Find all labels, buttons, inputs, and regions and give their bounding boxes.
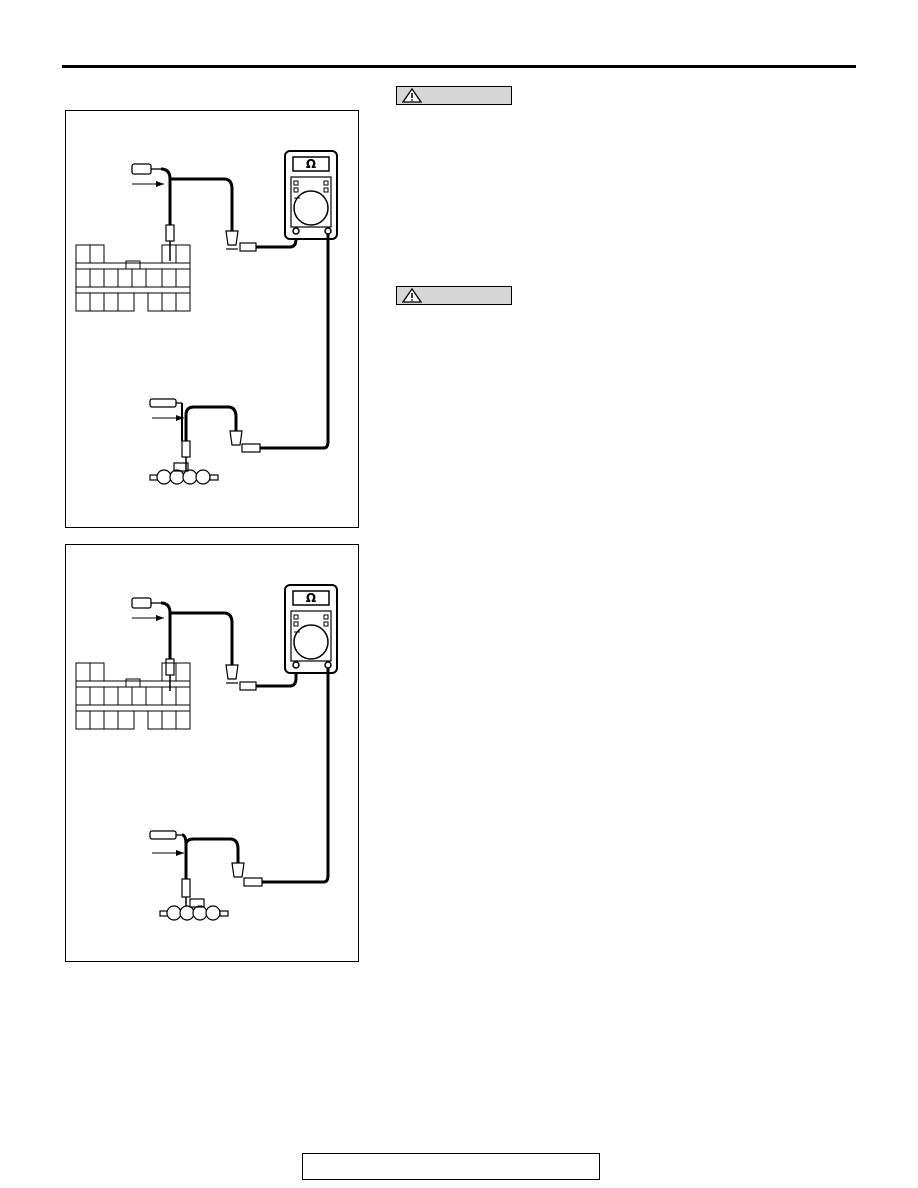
meter-ohm-symbol: Ω xyxy=(306,591,316,605)
harness-connector xyxy=(75,244,191,312)
ohmmeter: Ω xyxy=(284,584,338,674)
figure-ohmmeter-check-1: Ω xyxy=(65,110,359,528)
ohmmeter: Ω xyxy=(284,150,338,240)
upper-arrow xyxy=(132,615,164,621)
upper-probe xyxy=(131,163,161,175)
upper-lead-wire xyxy=(160,167,172,229)
sensor-connector xyxy=(149,462,219,485)
lower-probe xyxy=(149,398,182,408)
meter-ohm-symbol: Ω xyxy=(306,157,316,171)
harness-connector xyxy=(75,662,191,730)
warning-triangle-icon xyxy=(402,288,422,303)
wiring-diagram: Ω xyxy=(75,150,338,485)
lower-arrow xyxy=(152,850,184,856)
wiring-diagram: Ω xyxy=(75,584,338,921)
lower-probe xyxy=(149,830,182,840)
warning-triangle-icon xyxy=(402,88,422,103)
upper-probe xyxy=(131,597,161,609)
caution-box xyxy=(396,86,512,105)
lower-arrow xyxy=(152,415,184,421)
upper-arrow xyxy=(132,181,164,187)
sensor-connector xyxy=(159,898,229,921)
figure-ohmmeter-check-2: Ω xyxy=(65,544,359,962)
page-footer-box xyxy=(302,1153,600,1180)
header-rule xyxy=(62,65,856,68)
caution-box xyxy=(396,286,512,305)
